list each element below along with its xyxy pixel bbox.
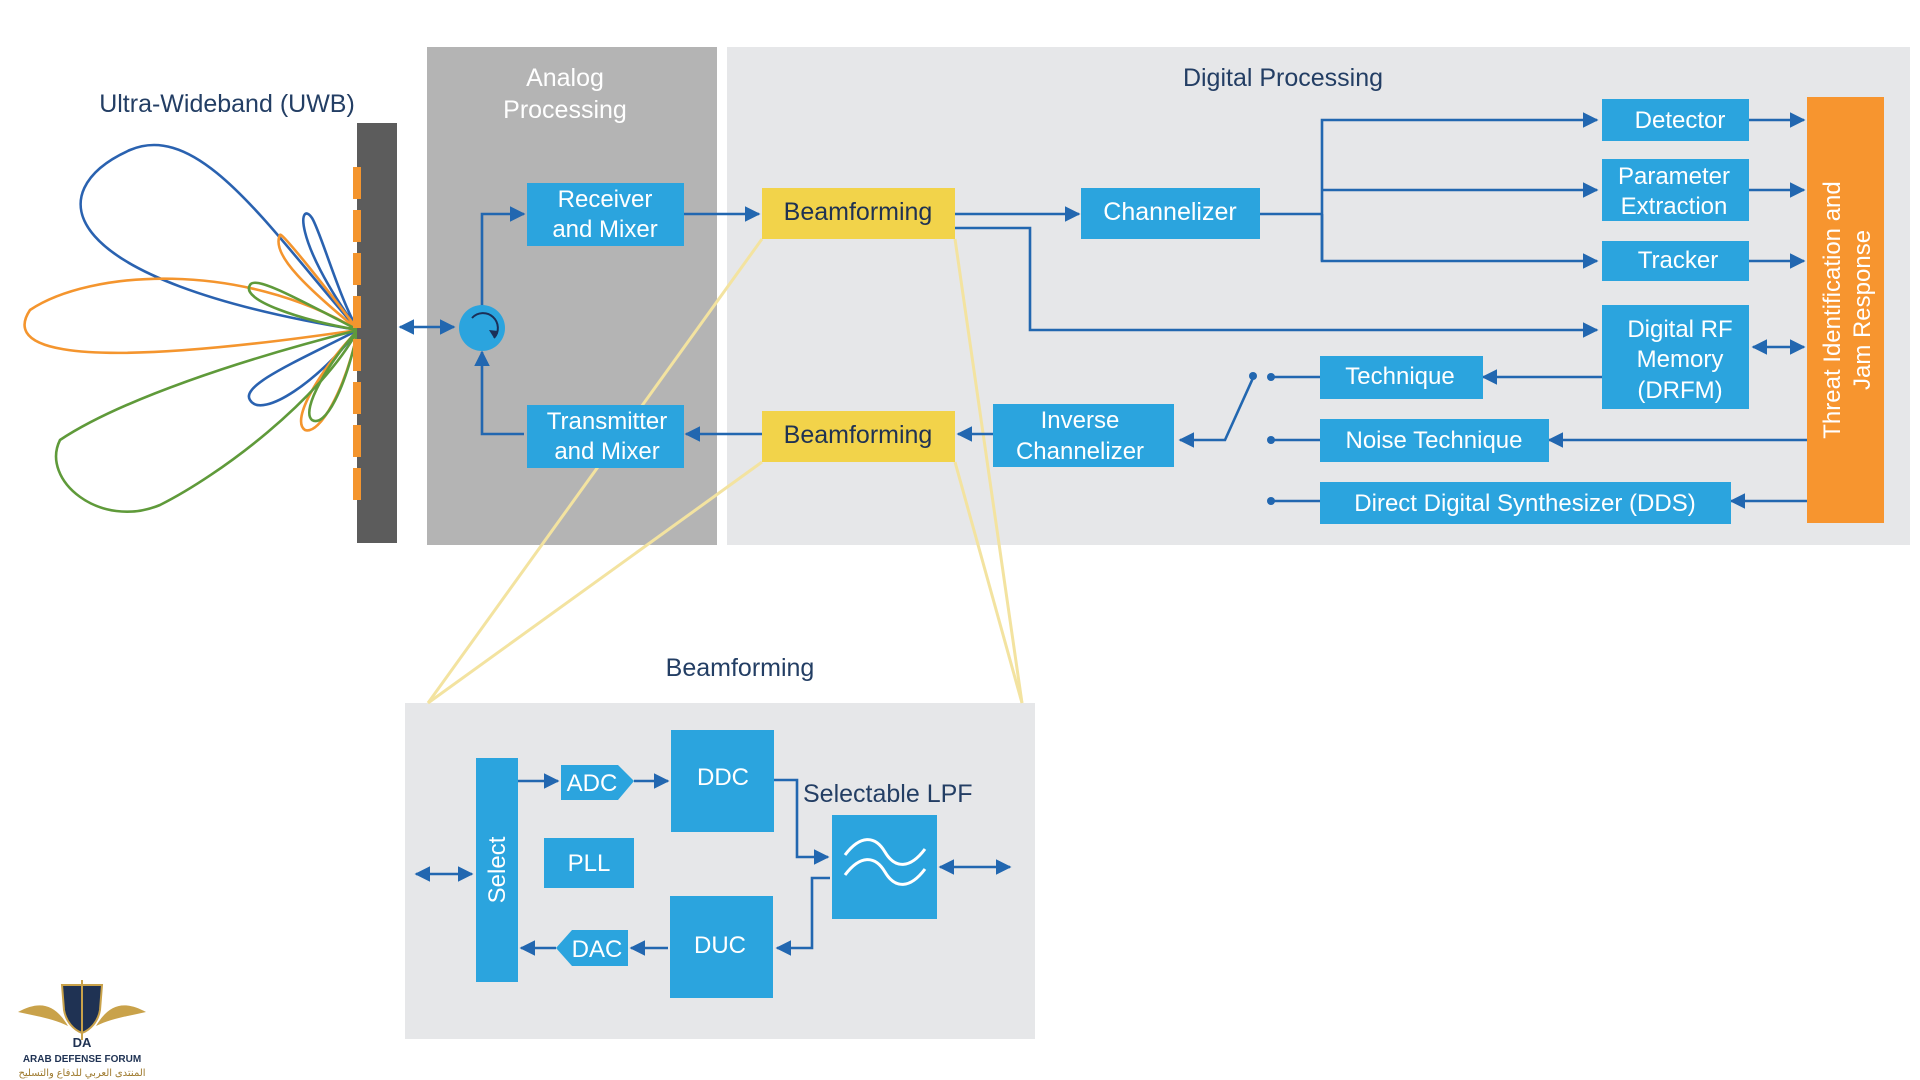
select-label: Select bbox=[484, 836, 511, 903]
lobe-orange-upper bbox=[277, 233, 360, 331]
circulator-to-receiver-arrow bbox=[480, 206, 526, 307]
channelizer-box bbox=[1081, 188, 1260, 239]
analog-title-line2: Processing bbox=[503, 96, 627, 124]
antenna-element bbox=[353, 167, 361, 199]
inverse-label-line2: Channelizer bbox=[1016, 438, 1144, 465]
lobe-green-upper bbox=[247, 281, 359, 332]
adc-shape bbox=[561, 765, 634, 800]
dac-shape bbox=[556, 930, 628, 966]
uwb-title: Ultra-Wideband (UWB) bbox=[99, 90, 355, 118]
tracker-box bbox=[1602, 241, 1749, 281]
lobe-blue-lower bbox=[247, 328, 360, 407]
antenna-element bbox=[353, 296, 361, 328]
parameter-extraction-box bbox=[1602, 159, 1749, 221]
transmitter-mixer-box bbox=[527, 405, 684, 468]
antenna-element bbox=[353, 339, 361, 371]
ddc-to-lpf-arrow bbox=[774, 778, 830, 865]
logo-arabic: المنتدى العربي للدفاع والتسليح bbox=[18, 1068, 145, 1079]
arab-defense-forum-logo: DA ARAB DEFENSE FORUM المنتدى العربي للد… bbox=[18, 980, 146, 1079]
circulator-icon bbox=[459, 305, 505, 351]
lobe-green-lower-large bbox=[54, 328, 360, 513]
detector-box bbox=[1602, 99, 1749, 141]
receiver-mixer-box bbox=[527, 183, 684, 246]
technique-box bbox=[1320, 356, 1483, 399]
drfm-label-line3: (DRFM) bbox=[1637, 377, 1722, 404]
noise-port-dot bbox=[1267, 436, 1275, 444]
duc-label: DUC bbox=[694, 932, 746, 959]
antenna-element bbox=[353, 468, 361, 500]
dds-label: Direct Digital Synthesizer (DDS) bbox=[1354, 490, 1695, 517]
ddc-label: DDC bbox=[697, 764, 749, 791]
detail-arrows bbox=[414, 773, 1012, 956]
technique-label: Technique bbox=[1345, 363, 1454, 390]
antenna-element bbox=[353, 210, 361, 242]
to-tracker-arrow bbox=[1320, 214, 1599, 269]
lobe-blue-upper-small bbox=[302, 212, 360, 331]
select-box bbox=[476, 758, 518, 982]
inverse-label-line1: Inverse bbox=[1041, 407, 1120, 434]
lowpass-filter-icon bbox=[843, 838, 927, 886]
noise-technique-box bbox=[1320, 419, 1549, 462]
beamforming-rx-box bbox=[762, 188, 955, 239]
logo-wing-left bbox=[18, 1005, 68, 1026]
logo-name: ARAB DEFENSE FORUM bbox=[23, 1054, 141, 1065]
transmitter-to-circulator-arrow bbox=[474, 350, 524, 436]
receiver-label-line1: Receiver bbox=[558, 186, 653, 213]
channelizer-label: Channelizer bbox=[1103, 198, 1236, 226]
threat-response-box bbox=[1807, 97, 1884, 523]
duc-box bbox=[670, 896, 773, 998]
drfm-label-line2: Memory bbox=[1637, 346, 1724, 373]
antenna-beam-lobes bbox=[23, 143, 360, 513]
antenna-element bbox=[353, 425, 361, 457]
adc-label: ADC bbox=[567, 770, 618, 797]
zoom-lines bbox=[426, 238, 1024, 705]
param-label-line1: Parameter bbox=[1618, 163, 1730, 190]
pll-box bbox=[544, 838, 634, 888]
beamforming-to-drfm-arrow bbox=[955, 226, 1599, 338]
dds-port-dot bbox=[1267, 497, 1275, 505]
tracker-label: Tracker bbox=[1638, 247, 1718, 274]
threat-label-line1: Threat Identification and bbox=[1819, 181, 1846, 439]
antenna-element bbox=[353, 253, 361, 285]
param-label-line2: Extraction bbox=[1621, 193, 1728, 220]
inverse-channelizer-box bbox=[993, 404, 1174, 467]
lpf-to-duc-arrow bbox=[775, 876, 830, 956]
beamforming-detail-title: Beamforming bbox=[666, 654, 815, 682]
antenna-elements bbox=[353, 167, 361, 500]
drfm-box bbox=[1602, 305, 1749, 409]
beamforming-rx-label: Beamforming bbox=[784, 198, 933, 226]
analog-title-line1: Analog bbox=[526, 64, 604, 92]
logo-wing-right bbox=[96, 1005, 146, 1026]
antenna-array-bar bbox=[357, 123, 397, 543]
digital-title: Digital Processing bbox=[1183, 64, 1383, 92]
switch-pivot-dot bbox=[1249, 372, 1257, 380]
lpf-label: Selectable LPF bbox=[803, 780, 973, 808]
transmitter-label-line2: and Mixer bbox=[554, 438, 659, 465]
ddc-box bbox=[671, 730, 774, 832]
beamforming-tx-label: Beamforming bbox=[784, 421, 933, 449]
lpf-box bbox=[832, 815, 937, 919]
technique-port-dot bbox=[1267, 373, 1275, 381]
signal-arrows bbox=[398, 112, 1807, 509]
pll-label: PLL bbox=[568, 850, 611, 877]
threat-label-line2: Jam Response bbox=[1849, 230, 1876, 390]
lobe-orange-left-large bbox=[23, 277, 359, 355]
lobe-blue-upper-large bbox=[79, 143, 359, 332]
drfm-label-line1: Digital RF bbox=[1627, 316, 1732, 343]
dds-box bbox=[1320, 482, 1731, 524]
noise-technique-label: Noise Technique bbox=[1345, 427, 1522, 454]
detector-label: Detector bbox=[1635, 107, 1726, 134]
beamforming-tx-box bbox=[762, 411, 955, 462]
lobe-green-lower-small bbox=[308, 329, 360, 423]
switch-dots bbox=[1249, 372, 1275, 505]
switch-to-inverse-arrow bbox=[1178, 377, 1255, 448]
dac-label: DAC bbox=[572, 936, 623, 963]
logo-letters: DA bbox=[73, 1035, 92, 1050]
transmitter-label-line1: Transmitter bbox=[547, 408, 667, 435]
receiver-label-line2: and Mixer bbox=[552, 216, 657, 243]
antenna-element bbox=[353, 382, 361, 414]
